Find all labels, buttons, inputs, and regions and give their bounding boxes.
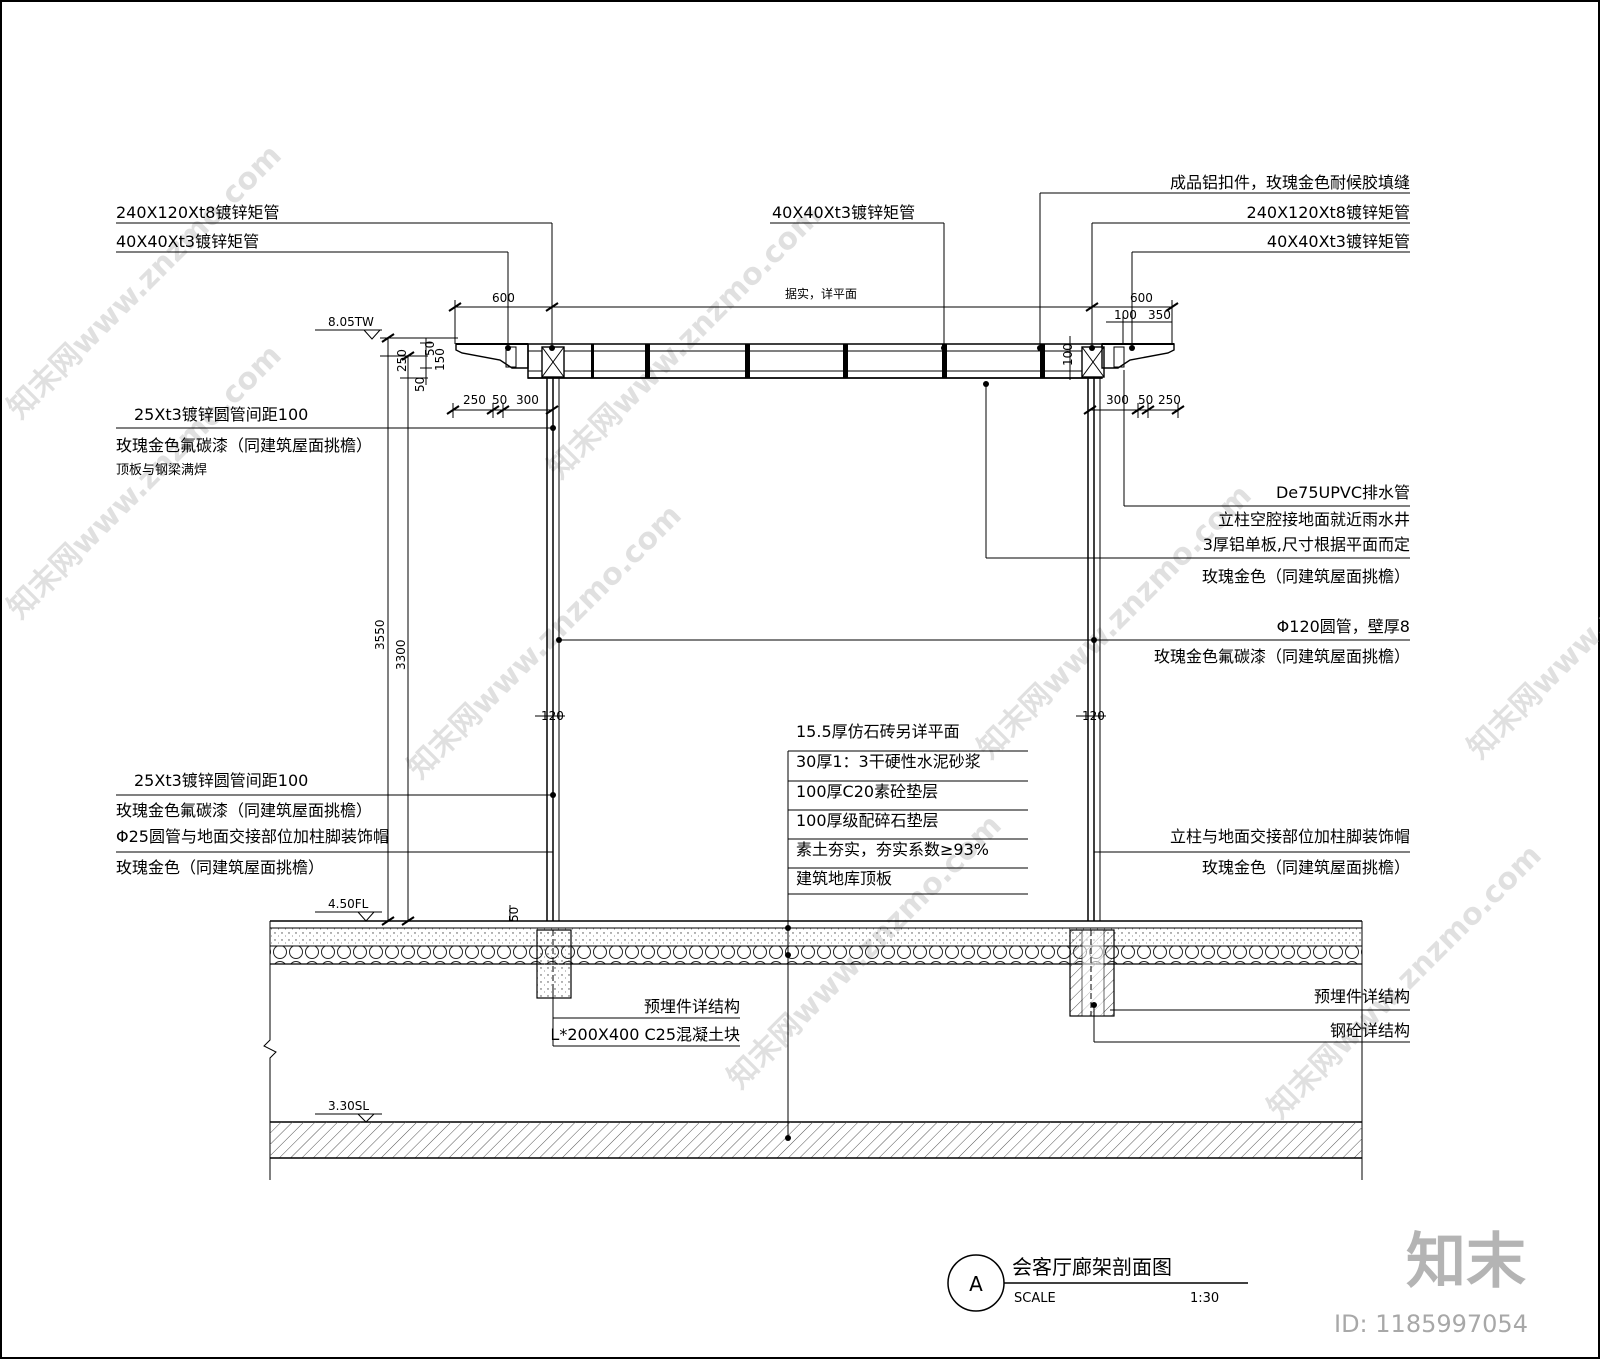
steel-columns bbox=[546, 374, 1101, 1016]
label-rose-gold-1: 玫瑰金色（同建筑屋面挑檐） bbox=[1202, 567, 1410, 586]
scale-label: SCALE bbox=[1014, 1291, 1056, 1306]
roof-beam bbox=[455, 343, 1175, 379]
scale-value: 1:30 bbox=[1190, 1291, 1219, 1306]
dim-150: 150 bbox=[433, 348, 447, 371]
label-left-tube-40: 40X40Xt3镀锌矩管 bbox=[116, 232, 259, 251]
dim-left-250: 250 bbox=[463, 393, 486, 407]
level-top: 8.05TW bbox=[328, 315, 374, 329]
label-layer-4: 100厚级配碎石垫层 bbox=[796, 811, 939, 830]
label-layer-6: 建筑地库顶板 bbox=[796, 869, 892, 888]
dim-found-50: 50 bbox=[507, 907, 521, 922]
leader-lines bbox=[116, 192, 1410, 1140]
label-round-pipe-2: 25Xt3镀锌圆管间距100 bbox=[134, 771, 308, 790]
id-watermark: ID: 1185997054 bbox=[1334, 1310, 1528, 1338]
dim-left-50: 50 bbox=[492, 393, 507, 407]
label-rc-structure: 钢砼详结构 bbox=[1330, 1021, 1410, 1040]
watermark-text: 知末网www.znzmo.com bbox=[541, 198, 829, 486]
label-pipe-120: Φ120圆管，壁厚8 bbox=[1277, 617, 1410, 636]
label-layer-1: 15.5厚仿石砖另详平面 bbox=[796, 722, 960, 741]
label-layer-2: 30厚1：3干硬性水泥砂浆 bbox=[796, 752, 981, 771]
dim-right-50: 50 bbox=[1138, 393, 1153, 407]
dimension-lines bbox=[380, 300, 1185, 926]
label-layer-5: 素土夯实，夯实系数≥93% bbox=[796, 840, 989, 859]
label-paint-right: 玫瑰金色氟碳漆（同建筑屋面挑檐） bbox=[1154, 647, 1410, 666]
dim-right-250: 250 bbox=[1158, 393, 1181, 407]
watermark-text: 知末网www.znzmo.com bbox=[1461, 478, 1600, 766]
label-foot-cap-right: 立柱与地面交接部位加柱脚装饰帽 bbox=[1170, 827, 1410, 846]
dim-3300: 3300 bbox=[394, 639, 408, 670]
label-right-tube-40: 40X40Xt3镀锌矩管 bbox=[1267, 232, 1410, 251]
label-paint-1: 玫瑰金色氟碳漆（同建筑屋面挑檐） bbox=[116, 436, 372, 455]
brand-watermark: 知末 bbox=[1406, 1227, 1526, 1297]
dim-col-120-right: 120 bbox=[1082, 709, 1105, 723]
drawing-title: 会客厅廊架剖面图 bbox=[1012, 1255, 1172, 1279]
dim-right-350: 350 bbox=[1148, 308, 1171, 322]
label-right-tube-240: 240X120Xt8镀锌矩管 bbox=[1247, 203, 1410, 222]
level-floor: 4.50FL bbox=[328, 897, 369, 911]
label-embed-right: 预埋件详结构 bbox=[1314, 987, 1410, 1006]
dim-beam-100: 100 bbox=[1061, 343, 1075, 366]
watermark-text: 知末网www.znzmo.com bbox=[401, 498, 689, 786]
label-layer-3: 100厚C20素砼垫层 bbox=[796, 782, 938, 801]
dim-50a: 50 bbox=[423, 341, 437, 356]
dim-250: 250 bbox=[395, 349, 409, 372]
label-column-cavity: 立柱空腔接地面就近雨水井 bbox=[1218, 510, 1410, 529]
dim-right-300: 300 bbox=[1106, 393, 1129, 407]
dim-left-overhang: 600 bbox=[492, 291, 515, 305]
dim-col-120-left: 120 bbox=[541, 709, 564, 723]
watermark-text: 知末网www.znzmo.com bbox=[1261, 838, 1549, 1126]
leader-dots bbox=[505, 345, 1135, 1141]
ground-section bbox=[263, 920, 1363, 1180]
title-block bbox=[947, 1254, 1248, 1312]
concrete-block-left bbox=[536, 929, 572, 999]
label-center-tube-40: 40X40Xt3镀锌矩管 bbox=[772, 203, 915, 222]
title-circle-letter: A bbox=[969, 1272, 983, 1296]
level-markers bbox=[315, 329, 382, 1123]
dim-left-300: 300 bbox=[516, 393, 539, 407]
dim-3550: 3550 bbox=[373, 619, 387, 650]
dim-span-note: 据实，详平面 bbox=[785, 286, 857, 301]
label-right-clip: 成品铝扣件，玫瑰金色耐候胶填缝 bbox=[1170, 173, 1410, 192]
label-left-tube-240: 240X120Xt8镀锌矩管 bbox=[116, 203, 279, 222]
label-rose-gold-left: 玫瑰金色（同建筑屋面挑檐） bbox=[116, 858, 324, 877]
label-round-pipe-1: 25Xt3镀锌圆管间距100 bbox=[134, 405, 308, 424]
label-foot-cap-left: Φ25圆管与地面交接部位加柱脚装饰帽 bbox=[116, 827, 389, 846]
label-weld: 顶板与钢梁满焊 bbox=[116, 462, 207, 478]
label-rose-gold-right: 玫瑰金色（同建筑屋面挑檐） bbox=[1202, 858, 1410, 877]
label-alu-panel: 3厚铝单板,尺寸根据平面而定 bbox=[1203, 535, 1410, 554]
dim-right-100: 100 bbox=[1114, 308, 1137, 322]
dim-50b: 50 bbox=[413, 377, 427, 392]
label-drain-pipe: De75UPVC排水管 bbox=[1276, 483, 1410, 502]
label-concrete-block: L*200X400 C25混凝土块 bbox=[550, 1025, 740, 1044]
label-paint-2: 玫瑰金色氟碳漆（同建筑屋面挑檐） bbox=[116, 801, 372, 820]
watermark-text: 知末网www.znzmo.com bbox=[971, 478, 1259, 766]
label-embed-left: 预埋件详结构 bbox=[644, 997, 740, 1016]
dim-right-overhang: 600 bbox=[1130, 291, 1153, 305]
level-slab: 3.30SL bbox=[328, 1099, 369, 1113]
